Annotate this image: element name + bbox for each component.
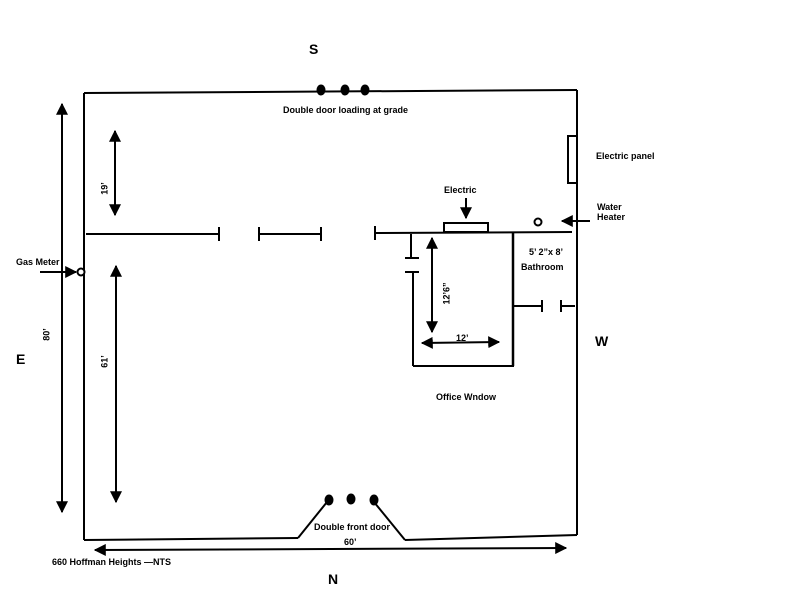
front-door-dot-2 bbox=[346, 493, 356, 505]
dimension-label-12-6: 12’6” bbox=[441, 282, 452, 305]
front-door-label: Double front door bbox=[314, 522, 390, 532]
dimension-label-12: 12’ bbox=[456, 333, 469, 343]
bathroom-label: Bathroom bbox=[521, 262, 564, 272]
loading-door-dot-2 bbox=[340, 84, 350, 96]
dimension-label-80: 80’ bbox=[41, 328, 52, 341]
front-door-angle-left bbox=[297, 501, 328, 539]
bathroom-size-label: 5’ 2”x 8’ bbox=[529, 247, 564, 257]
front-door-dot-3 bbox=[369, 494, 379, 506]
water-heater-label-line1: Water bbox=[597, 202, 622, 212]
loading-door-dot-3 bbox=[360, 84, 370, 96]
dimension-arrow-12 bbox=[420, 336, 501, 349]
compass-north: N bbox=[328, 571, 339, 587]
outer-wall-top bbox=[83, 89, 578, 94]
outer-wall-bottom-left bbox=[83, 537, 299, 541]
water-heater-symbol bbox=[533, 217, 543, 227]
address-label: 660 Hoffman Heights —NTS bbox=[52, 557, 172, 567]
loading-door-dot-1 bbox=[316, 84, 326, 96]
outer-wall-bottom-right bbox=[404, 534, 578, 541]
electric-panel-label: Electric panel bbox=[596, 151, 655, 161]
front-door-angle-right bbox=[373, 501, 406, 541]
office-window-label: Office Wndow bbox=[436, 392, 496, 402]
dimension-label-19: 19’ bbox=[99, 182, 110, 195]
dimension-label-61: 61’ bbox=[99, 355, 110, 368]
gas-meter-label: Gas Meter bbox=[16, 257, 60, 267]
compass-west: W bbox=[595, 333, 609, 349]
electric-box bbox=[443, 222, 489, 233]
compass-south: S bbox=[309, 41, 319, 57]
water-heater-label-line2: Heater bbox=[597, 212, 626, 222]
dimension-arrow-60 bbox=[93, 542, 568, 556]
electric-panel-box bbox=[567, 135, 578, 184]
electric-label: Electric bbox=[444, 185, 477, 195]
compass-east: E bbox=[16, 351, 26, 367]
front-door-dot-1 bbox=[324, 494, 334, 506]
gas-meter-symbol bbox=[76, 267, 86, 277]
dimension-label-60: 60’ bbox=[344, 537, 357, 547]
loading-door-label: Double door loading at grade bbox=[283, 105, 409, 115]
